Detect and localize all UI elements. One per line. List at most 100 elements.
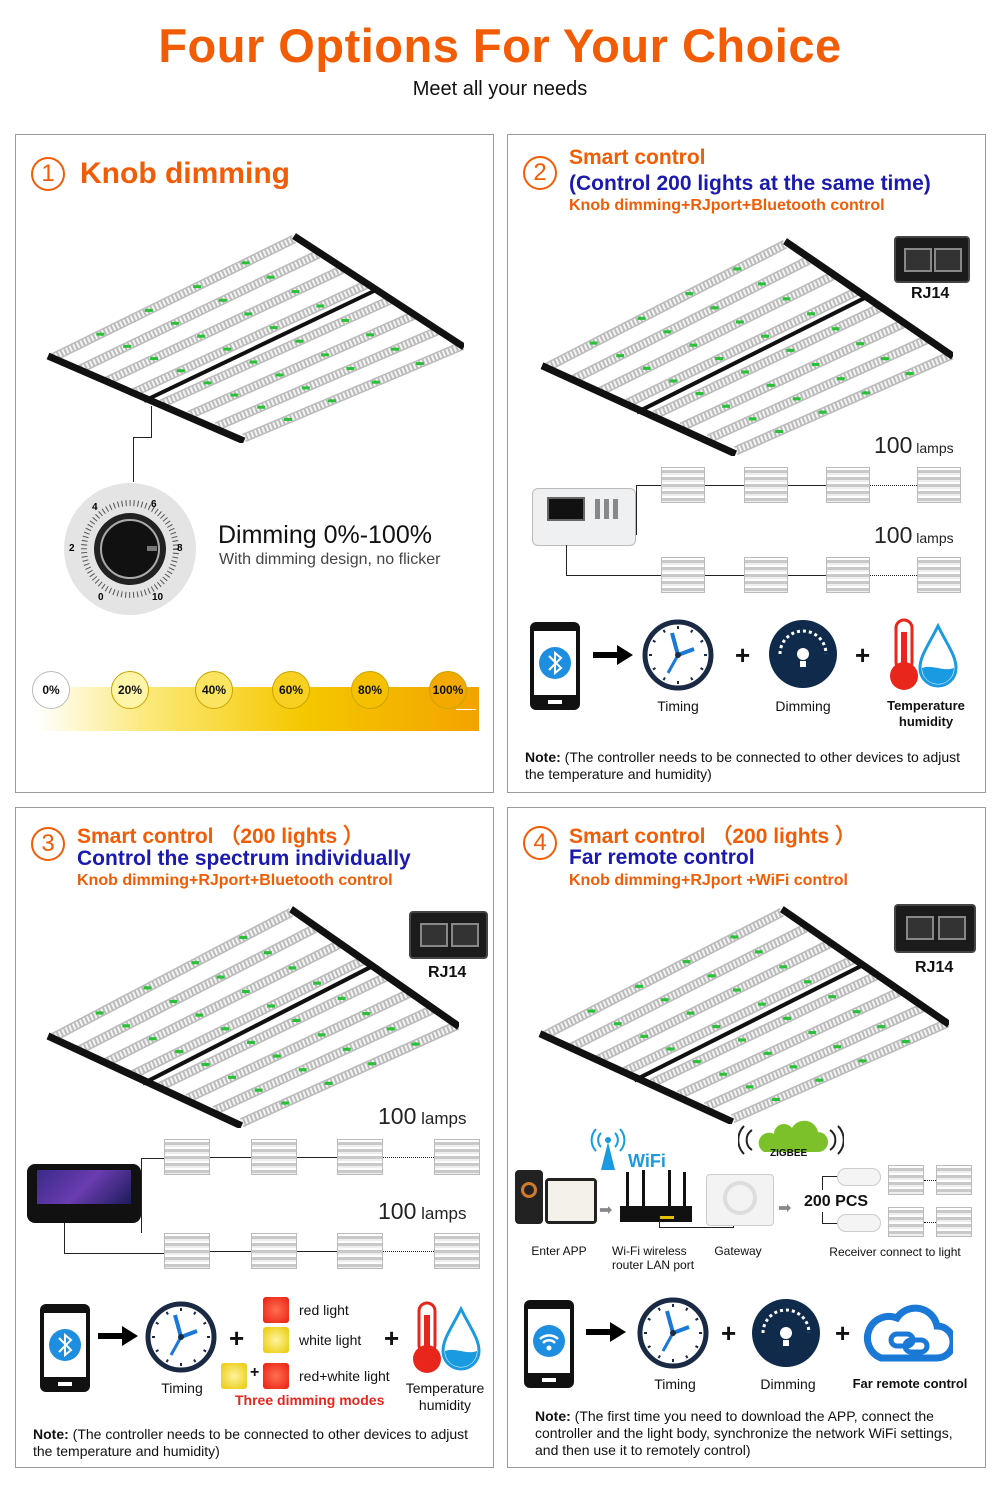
lamp-link	[870, 575, 917, 576]
level-20: 20%	[111, 671, 149, 709]
plus-icon: +	[229, 1323, 245, 1353]
far-remote-label: Far remote control	[852, 1376, 968, 1391]
timing-label: Timing	[657, 698, 699, 714]
controller-device	[532, 488, 636, 546]
lamp-link	[210, 1157, 251, 1158]
lamp-link	[383, 1157, 434, 1158]
knob-tick: 6	[151, 499, 157, 510]
lamp-unit	[826, 467, 870, 503]
grow-light-fixture	[44, 233, 466, 445]
step-label: Receiver connect to light	[829, 1245, 961, 1259]
arrow-icon: ➡	[778, 1200, 792, 1217]
option-number: 3	[31, 827, 65, 861]
option-subtitle: (Control 200 lights at the same time)	[569, 172, 931, 195]
dimming-label: Dimming	[760, 1376, 816, 1392]
lamp-unit	[164, 1139, 210, 1175]
level-40: 40%	[195, 671, 233, 709]
level-100: 100%	[429, 671, 467, 709]
option-features: Knob dimming+RJport+Bluetooth control	[569, 197, 885, 214]
page-subtitle: Meet all your needs	[412, 78, 588, 100]
lamp-link	[297, 1251, 337, 1252]
lamps-count: 100 lamps	[874, 522, 954, 548]
lamp-unit	[661, 557, 705, 593]
arrow-icon	[586, 1322, 626, 1342]
dimming-icon	[769, 620, 837, 688]
panel-smart-control-bluetooth: 2 Smart control (Control 200 lights at t…	[507, 134, 986, 793]
lamp-unit	[434, 1233, 480, 1269]
note: Note: (The controller needs to be connec…	[33, 1426, 469, 1459]
option-number: 4	[523, 826, 557, 860]
option-title: Smart control	[569, 146, 706, 169]
lamp-unit	[337, 1139, 383, 1175]
controller-tablet	[27, 1164, 141, 1223]
option-subtitle: Control the spectrum individually	[77, 847, 411, 870]
lamp-link	[297, 1157, 337, 1158]
rj14-label: RJ14	[428, 964, 467, 981]
dimming-label: Dimming	[775, 698, 831, 714]
lamp-link	[788, 485, 826, 486]
rj14-port	[894, 236, 970, 283]
step-label: Gateway	[714, 1244, 762, 1258]
arrow-icon: ➡	[599, 1202, 613, 1219]
lamp-unit	[744, 557, 788, 593]
red-light-swatch	[263, 1363, 289, 1389]
lamp-unit	[888, 1165, 924, 1195]
temperature-humidity-icon	[890, 618, 958, 690]
temperature-humidity-label: Temperature humidity	[887, 698, 965, 729]
knob-tick: 2	[69, 543, 75, 554]
dimming-gradient-bar	[36, 687, 479, 731]
tablet-app-image	[545, 1178, 597, 1224]
phone-bluetooth-icon	[40, 1304, 90, 1392]
dimming-range-title: Dimming 0%-100%	[218, 521, 432, 549]
lamp-unit	[251, 1233, 297, 1269]
white-light-swatch	[263, 1327, 289, 1353]
panel-far-remote-control: 4 Smart control （200 lights ） Far remote…	[507, 807, 986, 1468]
note: Note: (The controller needs to be connec…	[525, 749, 961, 782]
lamp-link	[924, 1180, 936, 1181]
step-label: Wi-Fi wireless router LAN port	[612, 1244, 695, 1272]
mode-red-white: red+white light	[299, 1368, 390, 1384]
lamp-link	[705, 575, 744, 576]
option-features: Knob dimming+RJport +WiFi control	[569, 872, 848, 889]
red-light-swatch	[263, 1297, 289, 1323]
knob-tick: 10	[152, 592, 164, 603]
mode-white: white light	[299, 1332, 362, 1348]
mode-red: red light	[299, 1302, 349, 1318]
receiver-image	[837, 1168, 881, 1186]
temperature-humidity-label: Temperature humidity	[405, 1380, 485, 1413]
temperature-humidity-icon	[413, 1301, 481, 1373]
arrow-icon	[98, 1326, 138, 1346]
lamp-link	[383, 1251, 434, 1252]
clock-icon	[642, 619, 714, 691]
clock-icon	[637, 1297, 709, 1369]
option-title: Smart control （200 lights ）	[77, 825, 365, 848]
level-0: 0%	[32, 671, 70, 709]
pcs-count: 200 PCS	[804, 1193, 869, 1210]
zigbee-label: ZIGBEE	[770, 1148, 808, 1159]
page-title: Four Options For Your Choice	[158, 19, 842, 72]
level-80: 80%	[351, 671, 389, 709]
clock-icon	[145, 1301, 217, 1373]
option-number: 1	[31, 157, 65, 191]
lamp-unit	[251, 1139, 297, 1175]
arrow-icon	[593, 645, 633, 665]
plus-icon: +	[855, 640, 871, 670]
rj14-port	[409, 911, 488, 959]
knob-tick: 8	[177, 543, 183, 554]
dimming-subtitle: With dimming design, no flicker	[219, 551, 441, 568]
option-features: Knob dimming+RJport+Bluetooth control	[77, 872, 393, 889]
option-number: 2	[523, 156, 557, 190]
rj14-port	[894, 904, 976, 953]
dimming-icon	[752, 1299, 820, 1367]
level-60: 60%	[272, 671, 310, 709]
step-label: Enter APP	[531, 1244, 587, 1258]
lamp-unit	[888, 1207, 924, 1237]
lamp-unit	[826, 557, 870, 593]
panel-knob-dimming: 1 Knob dimming 0 2 4 6 8 10 Dimming 0%-1…	[15, 134, 494, 793]
lamp-unit	[337, 1233, 383, 1269]
gateway-image	[706, 1174, 774, 1226]
phone-wifi-icon	[524, 1300, 574, 1388]
wifi-label: WiFi	[628, 1151, 666, 1171]
timing-label: Timing	[161, 1380, 203, 1396]
lamp-unit	[917, 467, 961, 503]
